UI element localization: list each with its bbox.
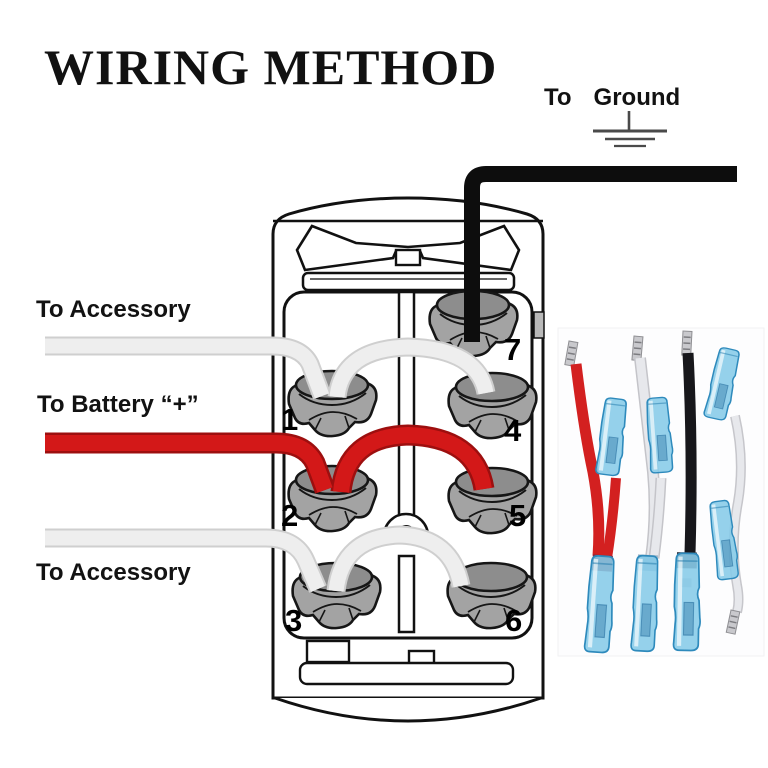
terminal-number-6: 6: [505, 603, 523, 638]
battery-wire: [45, 424, 495, 494]
label-to-battery: To Battery “+”: [37, 391, 199, 418]
terminal-number-7: 7: [504, 332, 522, 367]
earth-ground-icon: [593, 111, 667, 148]
connector-leads-photo: [557, 327, 765, 657]
side-tab: [533, 311, 545, 339]
tinned-tip-icon: [680, 330, 693, 357]
spade-connector: [673, 553, 701, 650]
terminal-number-1: 1: [281, 402, 299, 437]
ground-wire: [464, 166, 737, 342]
terminal-number-2: 2: [281, 498, 299, 533]
accessory-wire-top: [45, 336, 496, 400]
page-title: WIRING METHOD: [44, 39, 498, 95]
red-lead-assembly: [564, 340, 632, 653]
black-lead-assembly: [673, 330, 701, 651]
label-to-ground-word2: Ground: [593, 84, 681, 111]
tinned-tip-icon: [631, 335, 644, 362]
spare-lead-assembly: [701, 344, 746, 635]
accessory-wire-bottom: [45, 525, 471, 593]
terminal-number-5: 5: [509, 498, 527, 533]
label-to-ground: To Ground: [544, 84, 680, 112]
terminal-number-3: 3: [285, 603, 303, 638]
terminal-number-4: 4: [504, 413, 522, 448]
label-to-accessory-bottom: To Accessory: [36, 559, 191, 586]
white-lead-assembly: [631, 335, 677, 652]
label-to-accessory-top: To Accessory: [36, 296, 191, 323]
label-to-ground-word1: To: [544, 84, 572, 111]
switch-collar: [301, 271, 516, 292]
